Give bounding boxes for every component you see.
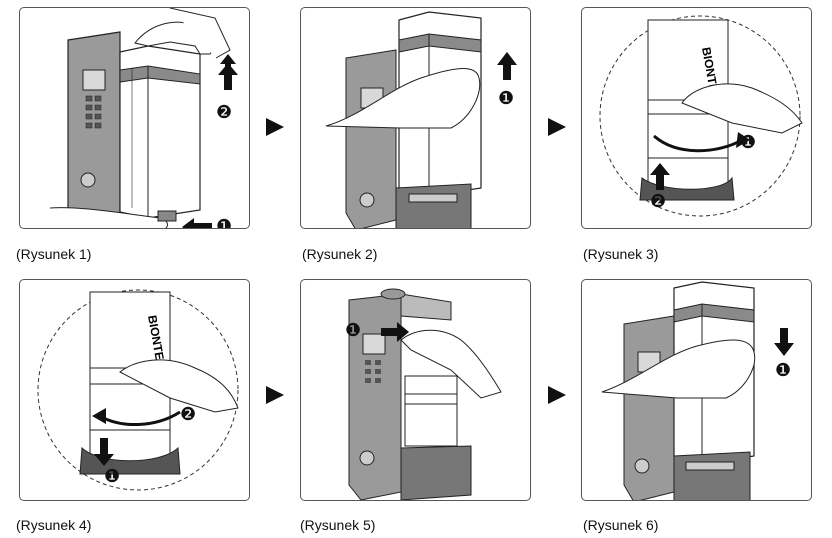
figure-4-illustration: BIONTE: [37, 289, 239, 491]
figure-3-caption: (Rysunek 3): [583, 246, 659, 262]
figure-2-illustration: [325, 11, 517, 228]
figure-6-caption: (Rysunek 6): [583, 517, 659, 533]
figure-panel-5: ❶: [300, 279, 531, 501]
step-badge-1: ❶: [345, 320, 362, 340]
step-badge-1: ❶: [740, 132, 757, 152]
figure-4-caption: (Rysunek 4): [16, 517, 92, 533]
step-badge-1: ❶: [775, 360, 792, 380]
figure-1-caption: (Rysunek 1): [16, 246, 92, 262]
figure-5-caption: (Rysunek 5): [300, 517, 376, 533]
step-badge-1: ❶: [216, 216, 233, 229]
triangle-right-icon: [548, 386, 566, 404]
figure-panel-6: ❶: [581, 279, 812, 501]
step-badge-2: ❷: [180, 404, 197, 424]
figure-panel-2: ❶: [300, 7, 531, 229]
figure-panel-4: BIONTE ❷ ❶: [19, 279, 250, 501]
triangle-right-icon: [266, 118, 284, 136]
figure-2-caption: (Rysunek 2): [302, 246, 378, 262]
figure-1-illustration: [49, 8, 238, 228]
figure-5-illustration: [348, 288, 502, 500]
figure-panel-1: ❷ ❶: [19, 7, 250, 229]
step-badge-1: ❶: [498, 88, 515, 108]
step-badge-2: ❷: [216, 102, 233, 122]
triangle-right-icon: [548, 118, 566, 136]
step-badge-1: ❶: [104, 466, 121, 486]
figure-3-illustration: BIONTE: [599, 15, 803, 217]
figure-6-illustration: [601, 281, 794, 500]
step-badge-2: ❷: [650, 191, 667, 211]
triangle-right-icon: [266, 386, 284, 404]
figure-panel-3: BIONTE ❶ ❷: [581, 7, 812, 229]
